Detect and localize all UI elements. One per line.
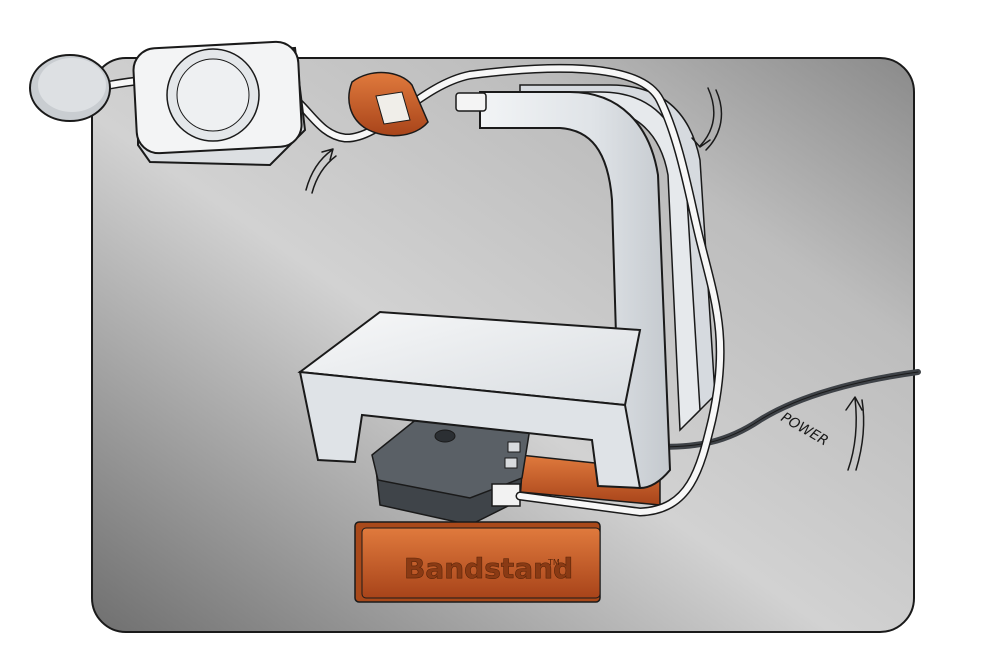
arrow-up-left: [305, 148, 334, 191]
arrow-curve-right: [691, 87, 715, 148]
orange-clip: [348, 71, 429, 137]
brand-logo: Bandstand: [404, 552, 573, 585]
bandstand-nameplate: Bandstand TM: [354, 521, 601, 603]
trademark-mark: TM: [547, 558, 560, 567]
cable-connector: [455, 92, 487, 112]
charger-puck: [132, 40, 307, 167]
arrow-power: [845, 396, 863, 471]
